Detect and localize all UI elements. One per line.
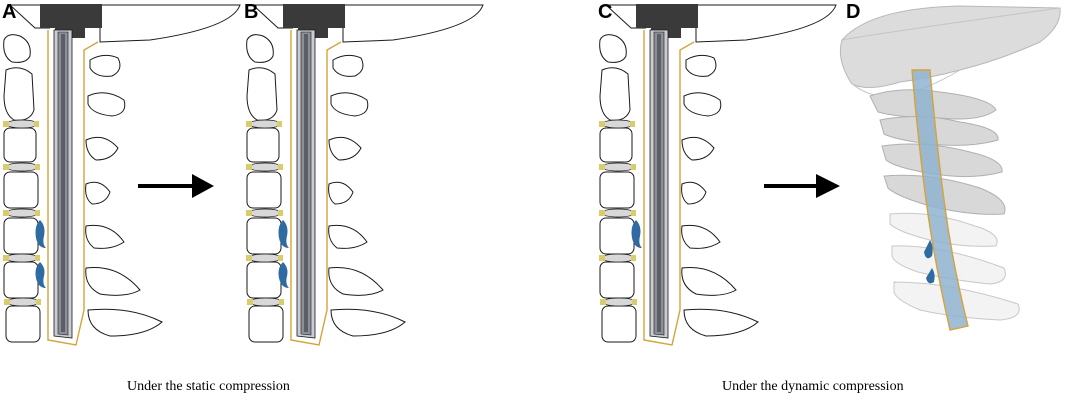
right-arrow-icon (138, 174, 214, 198)
panel-b-diagram (245, 3, 484, 346)
panel-label-c: C (598, 1, 613, 23)
panel-a-diagram (2, 3, 241, 346)
panel-label-a: A (2, 1, 17, 23)
panel-c-diagram (598, 3, 837, 346)
caption-dynamic: Under the dynamic compression (722, 379, 904, 394)
panel-d-3d-model (839, 5, 1061, 331)
panel-label-b: B (244, 1, 259, 23)
caption-static: Under the static compression (127, 379, 290, 394)
panel-label-d: D (846, 1, 861, 23)
right-arrow-icon (764, 174, 840, 198)
